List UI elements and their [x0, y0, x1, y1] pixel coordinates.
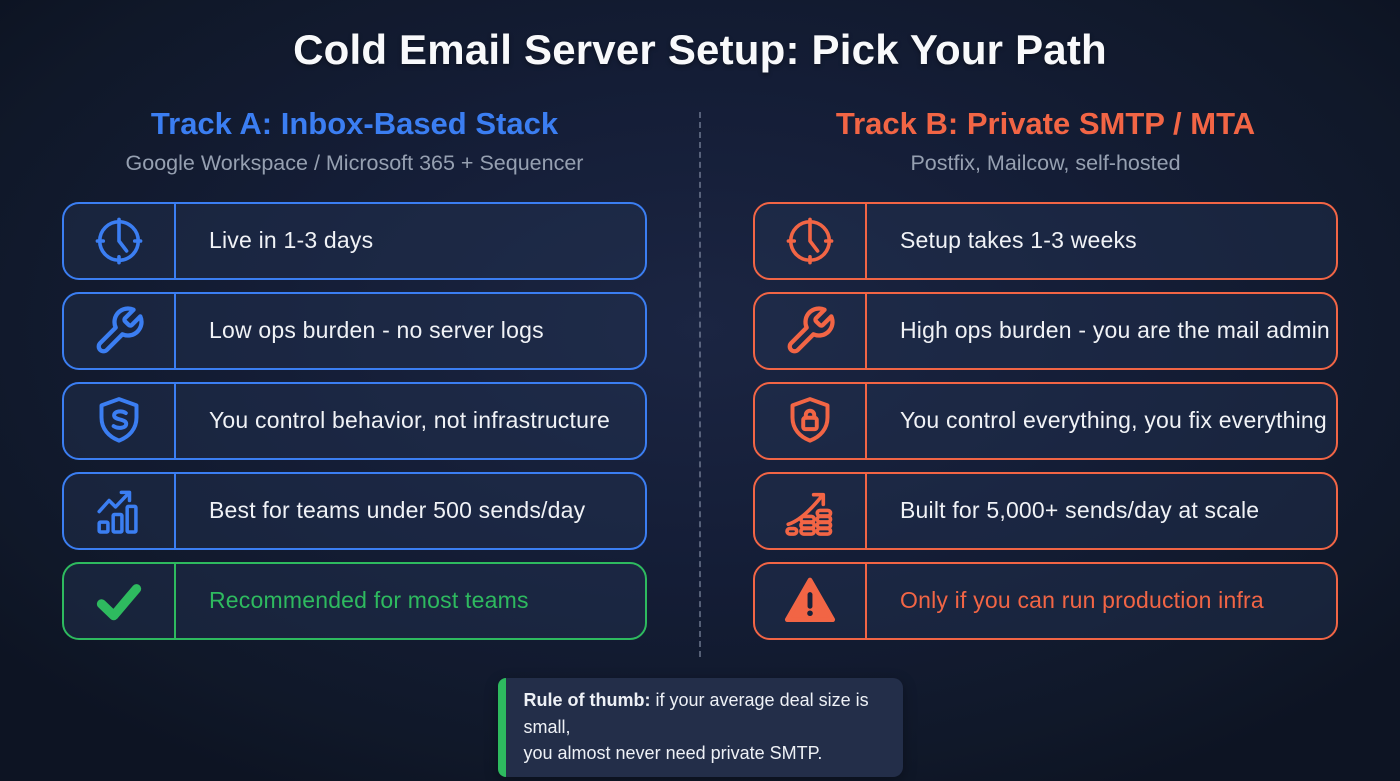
- rule-of-thumb-note: Rule of thumb: if your average deal size…: [497, 678, 903, 777]
- comparison-columns: Track A: Inbox-Based Stack Google Worksp…: [0, 106, 1400, 657]
- icon-cell: [755, 473, 867, 548]
- track-a-heading: Track A: Inbox-Based Stack: [150, 106, 559, 141]
- icon-cell: [64, 203, 176, 278]
- feature-card: Only if you can run production infra: [753, 561, 1338, 640]
- column-divider: [699, 112, 701, 657]
- feature-card: You control behavior, not infrastructure: [62, 381, 647, 460]
- feature-label: Only if you can run production infra: [900, 587, 1264, 614]
- note-line1: if your average deal size is small,: [523, 690, 869, 737]
- icon-cell: [755, 563, 867, 638]
- feature-card: Live in 1-3 days: [62, 201, 647, 280]
- feature-label: You control behavior, not infrastructure: [209, 407, 610, 434]
- note-lead: Rule of thumb:: [523, 690, 651, 710]
- coins-growth-icon: [785, 492, 833, 536]
- track-b-heading: Track B: Private SMTP / MTA: [835, 106, 1256, 141]
- warning-icon: [784, 577, 836, 622]
- feature-label: You control everything, you fix everythi…: [900, 407, 1327, 434]
- feature-list: Setup takes 1-3 weeks High ops burden - …: [753, 201, 1338, 640]
- note-line2: you almost never need private SMTP.: [523, 743, 823, 764]
- track-a-subtitle: Google Workspace / Microsoft 365 + Seque…: [125, 150, 584, 175]
- icon-cell: [64, 383, 176, 458]
- track-b-column: Track B: Private SMTP / MTA Postfix, Mai…: [753, 106, 1338, 657]
- track-a-column: Track A: Inbox-Based Stack Google Worksp…: [62, 106, 647, 657]
- feature-card: Setup takes 1-3 weeks: [753, 201, 1338, 280]
- clock-icon: [95, 217, 143, 265]
- icon-cell: [755, 203, 867, 278]
- wrench-icon: [787, 306, 835, 354]
- feature-card: Low ops burden - no server logs: [62, 291, 647, 370]
- icon-cell: [755, 383, 867, 458]
- feature-label: Best for teams under 500 sends/day: [209, 497, 586, 524]
- feature-label: Setup takes 1-3 weeks: [900, 227, 1137, 254]
- feature-label: Recommended for most teams: [209, 587, 529, 614]
- feature-label: Live in 1-3 days: [209, 227, 374, 254]
- icon-cell: [64, 293, 176, 368]
- page-title: Cold Email Server Setup: Pick Your Path: [293, 26, 1107, 73]
- feature-card: You control everything, you fix everythi…: [753, 381, 1338, 460]
- note-container: Rule of thumb: if your average deal size…: [0, 678, 1400, 777]
- feature-card: Built for 5,000+ sends/day at scale: [753, 471, 1338, 550]
- note-accent-bar: [497, 678, 506, 777]
- feature-label: Built for 5,000+ sends/day at scale: [900, 497, 1260, 524]
- icon-cell: [64, 473, 176, 548]
- feature-list: Live in 1-3 days Low ops burden - no ser…: [62, 201, 647, 640]
- check-icon: [96, 583, 142, 620]
- feature-card: High ops burden - you are the mail admin: [753, 291, 1338, 370]
- icon-cell: [755, 293, 867, 368]
- clock-icon: [786, 217, 834, 265]
- shield-lock-icon: [790, 396, 830, 443]
- feature-label: High ops burden - you are the mail admin: [900, 317, 1330, 344]
- icon-cell: [64, 563, 176, 638]
- note-text: Rule of thumb: if your average deal size…: [524, 687, 889, 767]
- shield-dollar-icon: [99, 396, 139, 443]
- feature-card: Best for teams under 500 sends/day: [62, 471, 647, 550]
- feature-card: Recommended for most teams: [62, 561, 647, 640]
- track-b-subtitle: Postfix, Mailcow, self-hosted: [910, 150, 1181, 175]
- wrench-icon: [96, 306, 144, 354]
- bar-chart-growth-icon: [97, 490, 138, 534]
- feature-label: Low ops burden - no server logs: [209, 317, 544, 344]
